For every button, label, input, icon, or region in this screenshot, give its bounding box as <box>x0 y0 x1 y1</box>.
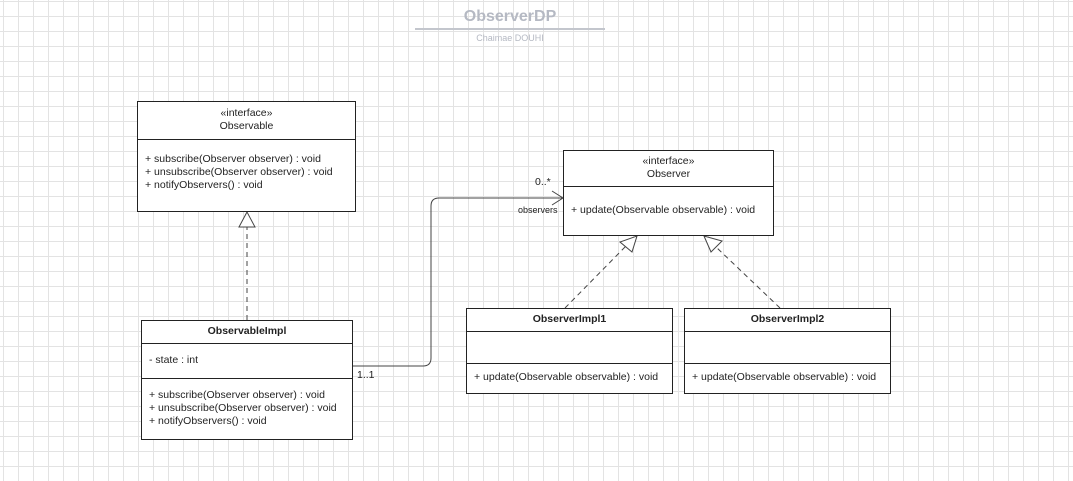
realization-observerimpl2-observer <box>715 246 781 309</box>
attribute-row: - state : int <box>149 354 199 366</box>
stereotype-label: «interface» <box>642 155 695 167</box>
class-observer[interactable]: «interface» Observer + update(Observable… <box>563 150 774 236</box>
method-row: + subscribe(Observer observer) : void <box>149 389 325 401</box>
class-name: ObservableImpl <box>207 325 287 337</box>
class-name: ObserverImpl1 <box>532 313 607 325</box>
class-name: ObserverImpl2 <box>750 313 825 325</box>
method-row: + unsubscribe(Observer observer) : void <box>149 402 337 414</box>
attributes-empty <box>467 332 672 364</box>
class-name: Observer <box>646 168 691 180</box>
diagram-title: ObserverDP <box>463 8 557 25</box>
diagram-author: Chaimae DOUHI <box>476 33 544 43</box>
realization-observerimpl1-observer <box>564 245 627 309</box>
realization-arrowhead <box>619 235 638 253</box>
realization-arrowhead <box>703 235 723 253</box>
target-role: observers <box>518 205 558 215</box>
method-row: + notifyObservers() : void <box>145 179 263 191</box>
association-observers <box>353 197 563 367</box>
class-observable[interactable]: «interface» Observable + subscribe(Obser… <box>137 101 356 212</box>
method-row: + update(Observable observable) : void <box>571 204 756 216</box>
stereotype-label: «interface» <box>220 107 273 119</box>
method-row: + notifyObservers() : void <box>149 415 267 427</box>
target-multiplicity: 0..* <box>535 176 551 188</box>
method-row: + subscribe(Observer observer) : void <box>145 153 321 165</box>
class-observableimpl[interactable]: ObservableImpl - state : int + subscribe… <box>141 320 353 440</box>
class-name: Observable <box>219 120 274 132</box>
class-observerimpl2[interactable]: ObserverImpl2 + update(Observable observ… <box>684 308 891 394</box>
method-row: + update(Observable observable) : void <box>692 371 877 383</box>
class-observerimpl1[interactable]: ObserverImpl1 + update(Observable observ… <box>466 308 673 394</box>
method-row: + update(Observable observable) : void <box>474 371 659 383</box>
method-row: + unsubscribe(Observer observer) : void <box>145 166 333 178</box>
title-underline <box>415 28 605 30</box>
attributes-empty <box>685 332 890 364</box>
realization-arrowhead <box>238 210 256 228</box>
source-multiplicity: 1..1 <box>357 369 375 381</box>
